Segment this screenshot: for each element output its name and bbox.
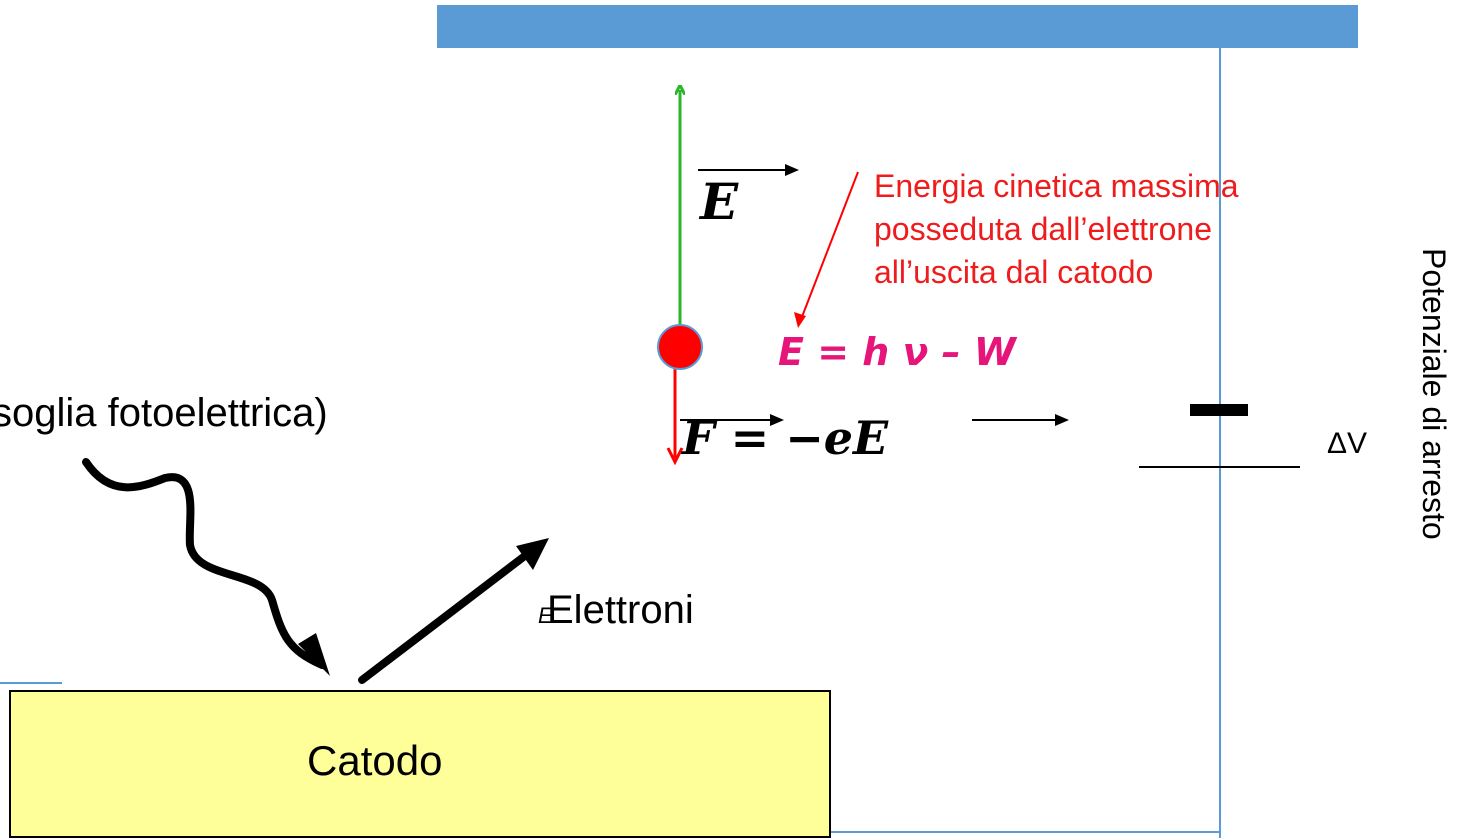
cathode-plate	[9, 690, 831, 838]
force-formula: F = −eE	[682, 411, 889, 465]
stopping-potential-label: Potenziale di arresto	[1416, 248, 1452, 540]
threshold-label: soglia fotoelettrica)	[0, 391, 328, 435]
anode-plate	[437, 5, 1358, 48]
annotation-line: Energia cinetica massima	[874, 168, 1239, 204]
energy-formula: E = h ν – W	[778, 330, 1016, 374]
annotation-pointer-head	[794, 312, 806, 328]
emitted-electron-arrowhead	[516, 538, 549, 570]
field-vector-head	[785, 164, 799, 176]
annotation-line: posseduta dall’elettrone	[874, 211, 1213, 247]
force-vector-head	[770, 414, 784, 426]
annotation-text: Energia cinetica massima posseduta dall’…	[874, 165, 1239, 294]
electrons-label: Elettroni	[547, 588, 694, 632]
electron	[657, 324, 703, 370]
field-vector-label: E	[700, 172, 739, 231]
emitted-electron-arrow	[358, 548, 534, 684]
force-arrowhead	[666, 447, 684, 466]
electrons-prefix: E	[538, 603, 553, 628]
incoming-light-wave	[82, 458, 326, 669]
cathode-label: Catodo	[307, 737, 443, 784]
annotation-pointer	[799, 171, 859, 323]
voltage-label: ΔV	[1327, 427, 1368, 460]
incoming-light-arrowhead	[298, 633, 330, 676]
annotation-line: all’uscita dal catodo	[874, 254, 1154, 290]
force-field-vector-head	[1055, 414, 1069, 426]
battery-negative-plate	[1190, 404, 1248, 416]
